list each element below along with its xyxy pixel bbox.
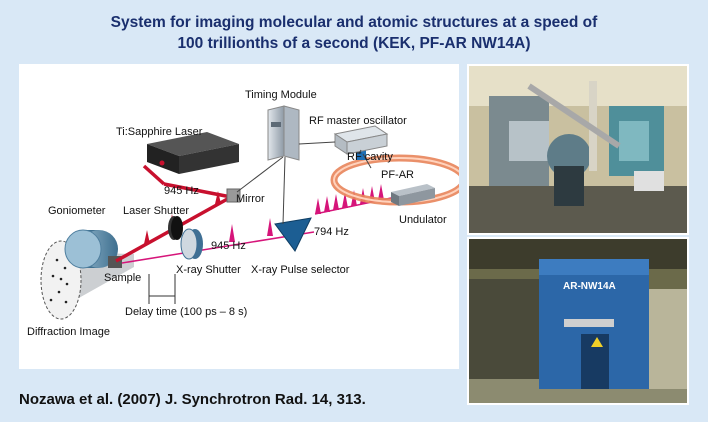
- photo-beamline-drawing: [469, 66, 687, 233]
- label-rf-cavity: RF cavity: [347, 151, 393, 163]
- x-ray-shutter: [181, 229, 203, 259]
- ti-sapphire-laser: [147, 132, 239, 174]
- laser-shutter: [168, 216, 183, 240]
- label-794hz: 794 Hz: [314, 226, 349, 238]
- label-945hz-xray: 945 Hz: [211, 240, 246, 252]
- label-delay-time: Delay time (100 ps – 8 s): [125, 306, 247, 318]
- x-ray-pulse-selector: [275, 218, 311, 251]
- label-mirror: Mirror: [236, 193, 265, 205]
- label-goniometer: Goniometer: [48, 205, 105, 217]
- label-x-ray-pulse-selector: X-ray Pulse selector: [251, 264, 349, 276]
- title-line-2: 100 trillionths of a second (KEK, PF-AR …: [0, 33, 708, 54]
- rf-master-oscillator: [335, 126, 387, 154]
- page-title: System for imaging molecular and atomic …: [0, 12, 708, 54]
- label-sample: Sample: [104, 272, 141, 284]
- label-945hz-laser: 945 Hz: [164, 185, 199, 197]
- label-pf-ar: PF-AR: [381, 169, 414, 181]
- photo-beamline-apparatus: [467, 64, 689, 235]
- timing-module: [268, 106, 299, 160]
- photo-hutch-drawing: [469, 239, 687, 403]
- label-laser-shutter: Laser Shutter: [123, 205, 189, 217]
- label-rf-master-oscillator: RF master oscillator: [309, 115, 407, 127]
- experiment-schematic: Timing Module RF master oscillator Ti:Sa…: [19, 64, 459, 369]
- title-line-1: System for imaging molecular and atomic …: [0, 12, 708, 33]
- label-x-ray-shutter: X-ray Shutter: [176, 264, 241, 276]
- label-ti-sapphire-laser: Ti:Sapphire Laser: [116, 126, 202, 138]
- x-ray-selected-pulses: [229, 218, 273, 242]
- citation: Nozawa et al. (2007) J. Synchrotron Rad.…: [19, 391, 366, 408]
- hutch-sign: AR-NW14A: [563, 281, 616, 292]
- label-undulator: Undulator: [399, 214, 447, 226]
- delay-time-bracket: [149, 274, 175, 304]
- label-diffraction-image: Diffraction Image: [27, 326, 110, 338]
- label-timing-module: Timing Module: [245, 89, 317, 101]
- photo-ar-nw14a-hutch: AR-NW14A: [467, 237, 689, 405]
